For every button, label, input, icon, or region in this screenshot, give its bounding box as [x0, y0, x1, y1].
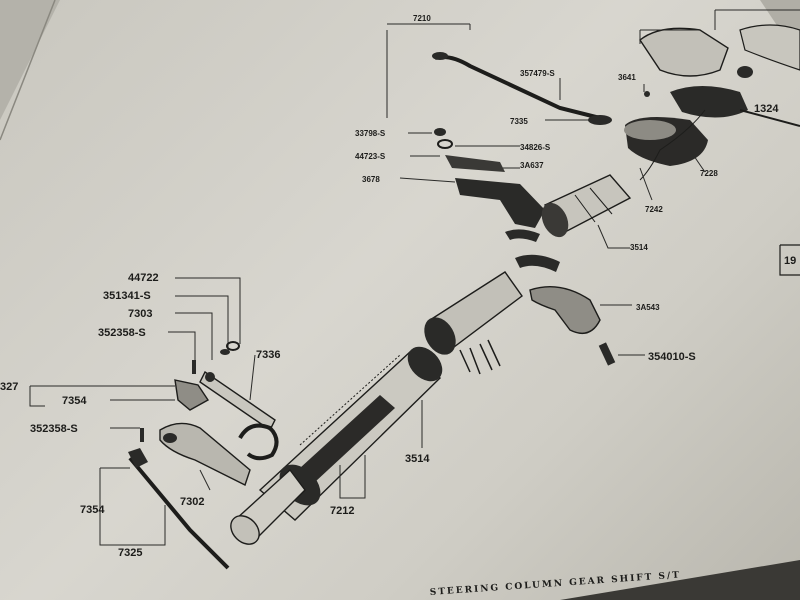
leader-7336 — [249, 354, 256, 401]
bolt-354010 — [598, 342, 616, 366]
washer-33798 — [434, 128, 446, 136]
label-7354-b: 7354 — [80, 504, 105, 516]
label-34826-s: 34826-S — [520, 143, 551, 152]
label-7212: 7212 — [330, 505, 354, 517]
plate-3a637 — [445, 155, 505, 172]
small-washer — [737, 66, 753, 78]
label-352358-s-b: 352358-S — [30, 423, 78, 435]
page-fold-line — [0, 0, 56, 141]
lever-pivot — [588, 115, 612, 125]
pin-352358a — [192, 360, 196, 374]
leader-7302 — [199, 469, 211, 491]
pin-352358b — [140, 428, 144, 442]
page-corner-shadow — [0, 0, 60, 120]
washer-44722 — [226, 341, 240, 351]
label-357479-s: 357479-S — [520, 69, 555, 78]
label-7210: 7210 — [413, 14, 431, 23]
leader-7303 — [175, 312, 213, 360]
leader-351341 — [175, 295, 229, 350]
leader-3678 — [399, 177, 456, 183]
label-7325: 7325 — [118, 547, 142, 559]
label-351341-s: 351341-S — [103, 290, 151, 302]
washer-351341 — [220, 349, 230, 355]
leader-7212 — [339, 455, 366, 499]
signal-cover — [639, 27, 729, 77]
label-7354-a: 7354 — [62, 395, 87, 407]
label-33798-s: 33798-S — [355, 129, 386, 138]
leader-7210 — [386, 23, 471, 118]
upper-tube-3514 — [541, 174, 632, 238]
lever-7302-hole — [163, 433, 177, 443]
leader-352358a — [168, 331, 196, 360]
wire-harness — [639, 109, 706, 181]
middle-tube — [424, 271, 523, 375]
label-7303: 7303 — [128, 308, 152, 320]
turn-signal-switch — [670, 86, 748, 118]
label-3641: 3641 — [618, 73, 636, 82]
washer-34826 — [437, 139, 453, 149]
label-3514-top: 3514 — [630, 243, 648, 252]
label-7335: 7335 — [510, 117, 528, 126]
shaft-7212 — [230, 468, 306, 545]
bearing-ring-1 — [505, 229, 540, 242]
label-44722: 44722 — [128, 272, 159, 284]
label-edge: 19 — [784, 255, 796, 267]
clamp-3a543 — [529, 285, 601, 334]
link-7303-hole — [205, 372, 215, 382]
leader-top-center — [639, 29, 700, 44]
wire-right — [739, 109, 800, 127]
rod-7325-end — [128, 448, 148, 468]
right-edge-box — [779, 244, 800, 276]
label-44723-s: 44723-S — [355, 152, 386, 161]
steering-wheel-hub — [739, 24, 800, 71]
label-3678: 3678 — [362, 175, 380, 184]
pin-3641 — [644, 91, 650, 97]
lever-7354-upper — [174, 379, 210, 411]
label-3514-bottom: 3514 — [405, 453, 430, 465]
label-1324: 1324 — [754, 103, 779, 115]
label-3a637: 3A637 — [520, 161, 544, 170]
label-354010-s: 354010-S — [648, 351, 696, 363]
label-7336: 7336 — [256, 349, 280, 361]
lever-7302 — [159, 422, 251, 486]
label-352358-s-a: 352358-S — [98, 327, 146, 339]
leader-7228 — [689, 149, 706, 173]
label-7228: 7228 — [700, 169, 718, 178]
bottom-edge-shadow — [560, 560, 800, 600]
bearing-ring-2 — [515, 254, 560, 272]
clip-7336 — [238, 423, 279, 461]
label-3a543: 3A543 — [636, 303, 660, 312]
bracket-3678 — [455, 178, 545, 228]
label-327: 327 — [0, 381, 18, 393]
housing-opening — [624, 120, 676, 140]
leader-7242 — [639, 167, 653, 201]
label-7242: 7242 — [645, 205, 663, 214]
leader-327 — [29, 385, 175, 407]
leader-3514-top — [597, 224, 630, 249]
leader-top-right — [714, 9, 800, 30]
shift-lever-knob — [432, 52, 448, 60]
leader-44722 — [175, 277, 241, 344]
rod-7325 — [128, 456, 230, 570]
label-7302: 7302 — [180, 496, 204, 508]
shift-lever — [434, 55, 601, 120]
leader-7325 — [99, 467, 166, 546]
